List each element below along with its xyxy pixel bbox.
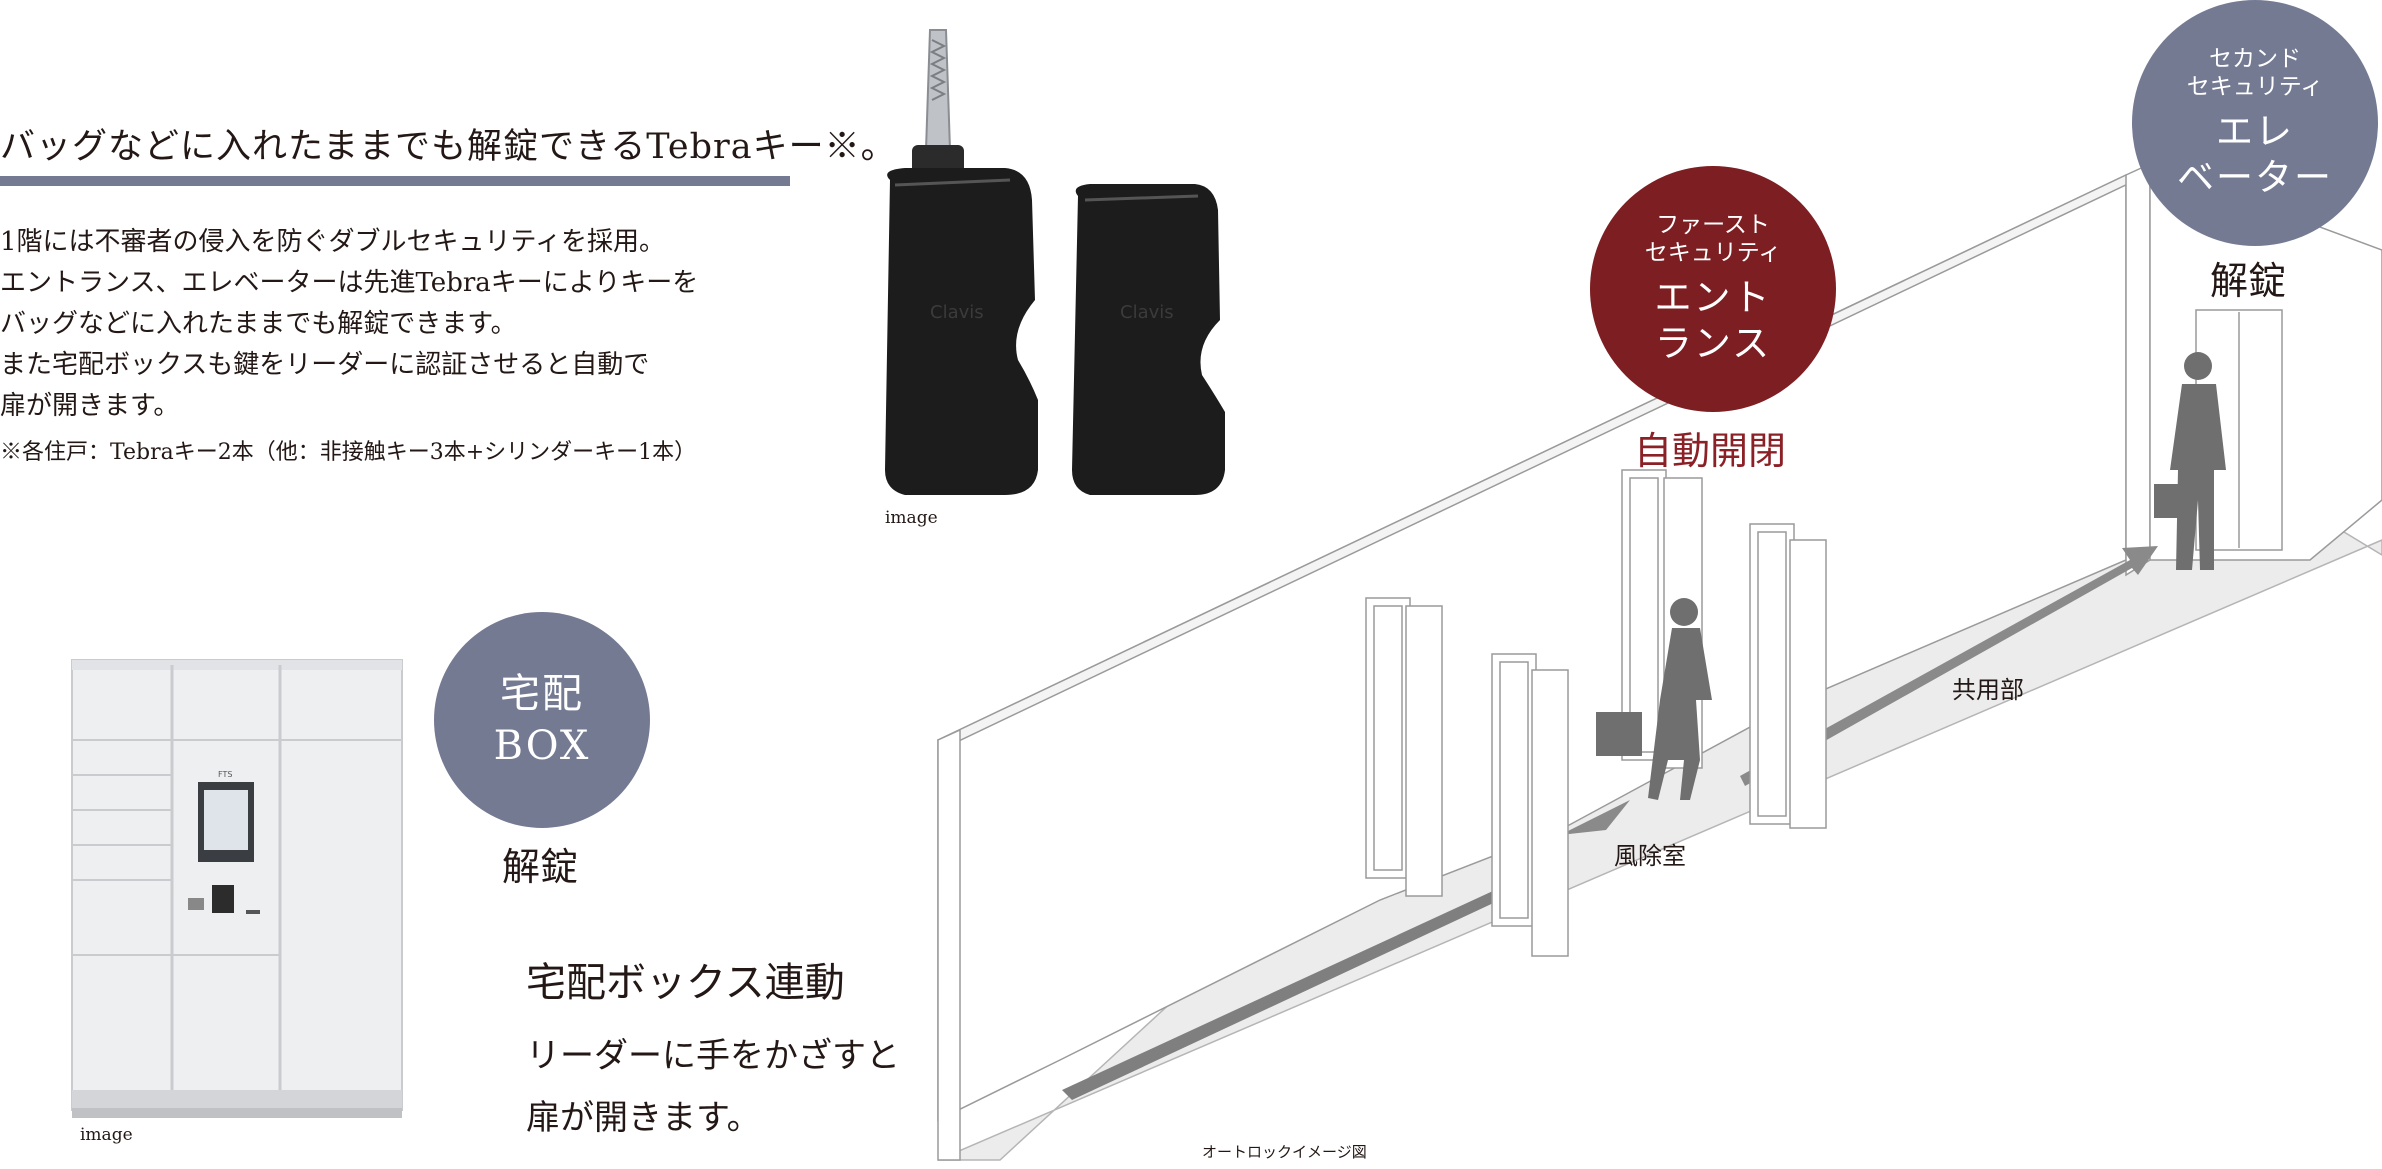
windbreak-room-label: 風除室: [1614, 842, 1686, 870]
badge-small-line: ファースト: [1656, 212, 1770, 238]
body-line: エントランス、エレベーターは先進Tebraキーによりキーを: [0, 268, 699, 298]
body-line: バッグなどに入れたままでも解錠できます。: [0, 309, 517, 339]
badge-small-line: セキュリティ: [1644, 240, 1782, 266]
box-unlock-label: 解錠: [502, 845, 579, 889]
box-feature-line: リーダーに手をかざすと: [526, 1036, 900, 1076]
entrance-badge: ファースト セキュリティ エント ランス: [1590, 166, 1836, 412]
entrance-auto-label: 自動開閉: [1634, 429, 1787, 473]
badge-line: 宅配: [500, 671, 584, 717]
body-text: 1階には不審者の侵入を防ぐダブルセキュリティを採用。 エントランス、エレベーター…: [0, 222, 698, 427]
elevator-unlock-label: 解錠: [2210, 259, 2287, 303]
person-woman-silhouette: [1596, 598, 1712, 800]
body-line: 扉が開きます。: [0, 391, 180, 421]
badge-big-line: エレ: [2216, 110, 2294, 153]
elevator-badge: セカンド セキュリティ エレ ベーター: [2132, 0, 2378, 246]
headline: バッグなどに入れたままでも解錠できるTebraキー※。: [0, 127, 897, 167]
badge-big-line: エント: [1654, 276, 1772, 319]
box-panel-label: FTS: [218, 770, 232, 779]
common-area-label: 共用部: [1952, 676, 2024, 704]
body-line: また宅配ボックスも鍵をリーダーに認証させると自動で: [0, 350, 650, 380]
badge-big-line: ランス: [1654, 322, 1772, 365]
person-man-silhouette: [2154, 352, 2226, 570]
badge-line: BOX: [493, 723, 591, 769]
badge-small-line: セキュリティ: [2186, 74, 2324, 100]
key-count-note: ※各住戸：Tebraキー2本（他：非接触キー3本+シリンダーキー1本）: [0, 440, 697, 465]
box-feature-title: 宅配ボックス連動: [526, 960, 845, 1006]
key-brand-1: Clavis: [930, 302, 984, 323]
diagram-caption: オートロックイメージ図: [1202, 1143, 1367, 1161]
box-feature-line: 扉が開きます。: [526, 1098, 761, 1138]
key-image-caption: image: [885, 508, 938, 528]
key-brand-2: Clavis: [1120, 302, 1174, 323]
box-image-caption: image: [80, 1125, 133, 1145]
headline-rule: [0, 176, 790, 186]
delivery-box-image: FTS: [71, 659, 403, 1118]
badge-small-line: セカンド: [2209, 46, 2301, 72]
body-line: 1階には不審者の侵入を防ぐダブルセキュリティを採用。: [0, 227, 665, 257]
delivery-box-badge: 宅配 BOX: [434, 612, 650, 828]
badge-big-line: ベーター: [2177, 156, 2333, 199]
tebra-key-image: Clavis Clavis: [885, 29, 1225, 495]
